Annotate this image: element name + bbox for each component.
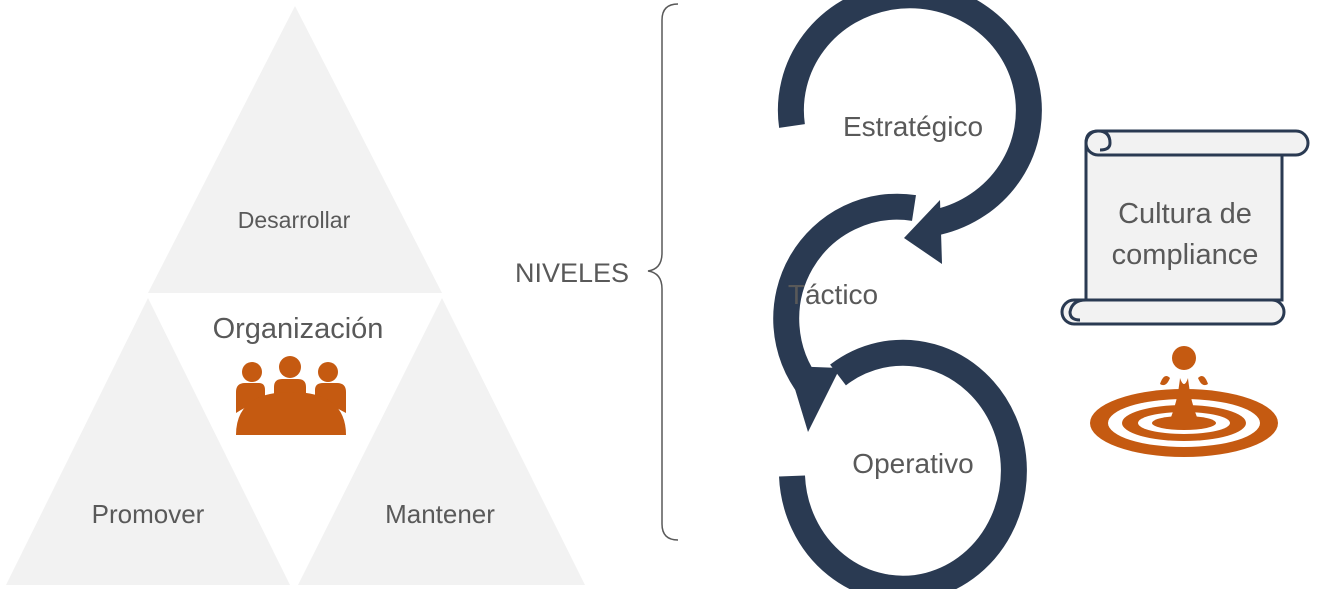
levels-label: NIVELES xyxy=(515,258,629,288)
scroll-icon: Cultura de compliance xyxy=(1060,129,1310,326)
level-arrows xyxy=(773,0,1042,589)
triangle-left xyxy=(6,298,290,585)
scroll-bottom-curl xyxy=(1068,298,1087,322)
culture-line-2: compliance xyxy=(1112,239,1259,271)
level-tactical-label: Táctico xyxy=(788,279,878,310)
levels-brace-group: NIVELES xyxy=(515,3,679,541)
triangle-right xyxy=(298,298,585,585)
arrowhead-tactical xyxy=(788,366,840,432)
scroll-top-curl xyxy=(1084,129,1112,152)
curly-brace xyxy=(647,3,679,541)
level-strategic-label: Estratégico xyxy=(843,111,983,142)
arc-strategic xyxy=(777,0,1042,235)
arc-tactical xyxy=(773,193,916,396)
triangle-top xyxy=(148,6,442,293)
pyramid-center-label: Organización xyxy=(213,313,384,345)
pyramid: Desarrollar Organización Promover Manten… xyxy=(6,6,585,585)
level-operative-label: Operativo xyxy=(852,448,973,479)
arc-operative xyxy=(779,339,1027,589)
water-drop-ripple-icon xyxy=(1090,346,1278,457)
pyramid-top-label: Desarrollar xyxy=(238,207,351,233)
arrowhead-strategic xyxy=(904,200,942,264)
scroll-bottom-roll xyxy=(1060,298,1286,326)
scroll-top-roll xyxy=(1084,129,1310,157)
pyramid-right-label: Mantener xyxy=(385,499,495,529)
culture-line-1: Cultura de xyxy=(1118,198,1252,230)
arrow-heads xyxy=(788,200,942,432)
pyramid-left-label: Promover xyxy=(92,499,205,529)
meeting-group-icon xyxy=(236,356,346,435)
